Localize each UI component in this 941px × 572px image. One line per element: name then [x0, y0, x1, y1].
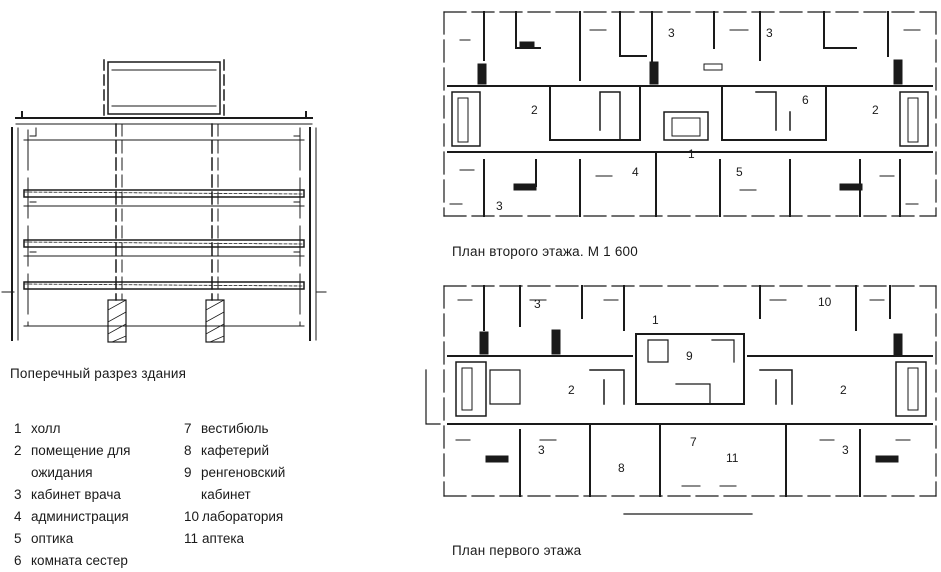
room-label: 3: [668, 26, 675, 40]
room-label: 3: [766, 26, 773, 40]
room-label: 3: [538, 443, 545, 457]
room-label: 1: [652, 313, 659, 327]
legend-item-continuation: кабинет: [201, 487, 251, 502]
room-label: 3: [496, 199, 503, 213]
second-floor-room-labels: 3 3 2 6 2 1 4 5 3: [496, 26, 879, 213]
first-floor-room-labels: 3 10 1 9 2 2 3 7 3 8 11: [534, 295, 849, 475]
second-floor-caption: План второго этажа. М 1 600: [452, 244, 638, 259]
room-label: 10: [818, 295, 832, 309]
room-label: 5: [736, 165, 743, 179]
room-label: 4: [632, 165, 639, 179]
room-label: 3: [534, 297, 541, 311]
room-label: 11: [726, 451, 739, 465]
cross-section-drawing: [1, 59, 327, 343]
room-label: 8: [618, 461, 625, 475]
section-caption: Поперечный разрез здания: [10, 366, 187, 381]
room-label: 6: [802, 93, 809, 107]
room-label: 2: [840, 383, 847, 397]
legend-item-continuation: ожидания: [31, 465, 93, 480]
room-label: 2: [872, 103, 879, 117]
room-label: 1: [688, 147, 695, 161]
room-label: 2: [568, 383, 575, 397]
first-floor-caption: План первого этажа: [452, 543, 582, 558]
first-floor-plan: [425, 285, 937, 515]
second-floor-plan: [443, 11, 937, 217]
room-label: 2: [531, 103, 538, 117]
room-label: 9: [686, 349, 693, 363]
room-label: 7: [690, 435, 697, 449]
room-label: 3: [842, 443, 849, 457]
